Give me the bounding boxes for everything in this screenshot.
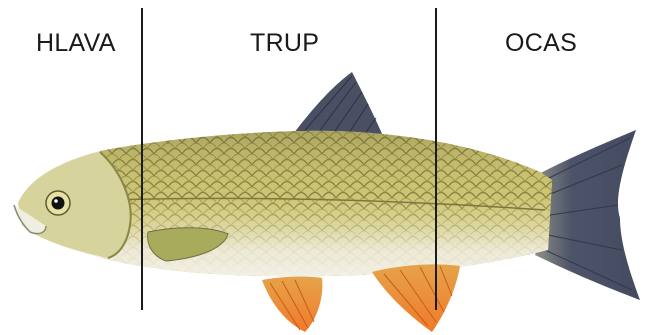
label-tail: OCAS [505, 31, 577, 56]
head-body-divider [141, 8, 143, 310]
eye-icon [46, 191, 70, 215]
label-head: HLAVA [36, 31, 116, 56]
anal-fin [372, 264, 460, 332]
label-body: TRUP [250, 31, 319, 56]
body-tail-divider [435, 8, 437, 310]
